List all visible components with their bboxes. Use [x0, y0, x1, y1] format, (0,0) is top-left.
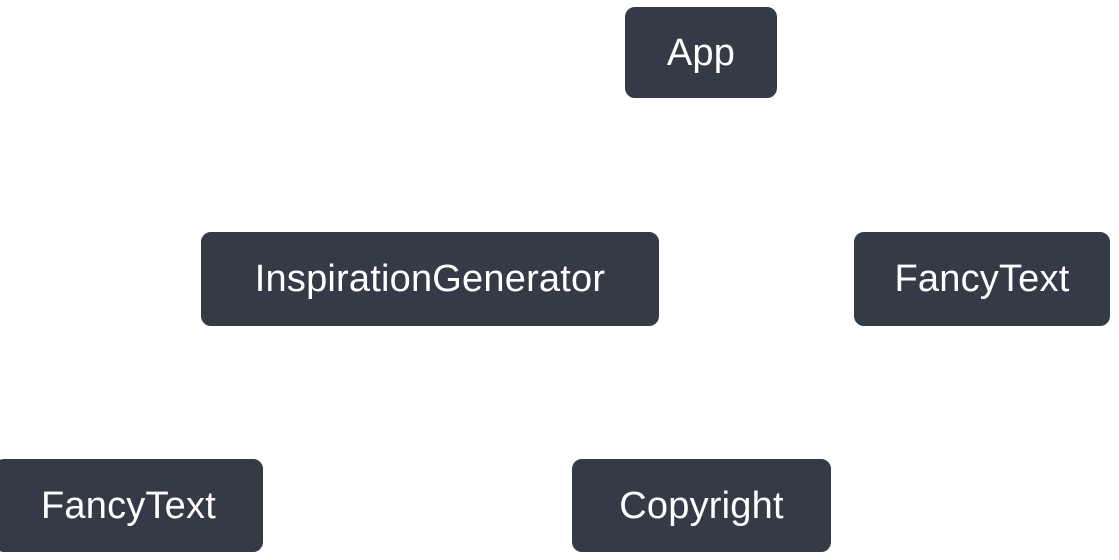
node-app[interactable]: App	[621, 3, 781, 102]
node-fancytext-bottom-left[interactable]: FancyText	[0, 455, 267, 556]
node-inspiration-generator[interactable]: InspirationGenerator	[197, 228, 663, 330]
node-fancytext-bottom-left-label: FancyText	[41, 484, 216, 527]
node-fancytext-right[interactable]: FancyText	[850, 228, 1114, 330]
edge-label-app-to-fancytext-right: renders	[801, 156, 901, 180]
node-copyright[interactable]: Copyright	[568, 455, 835, 556]
node-copyright-label: Copyright	[619, 484, 784, 527]
edge-label-inspirationgenerator-to-fancytext: renders	[221, 382, 321, 406]
node-app-label: App	[666, 31, 736, 74]
node-inspiration-generator-label: InspirationGenerator	[254, 258, 606, 300]
edge-label-app-to-inspirationgenerator: renders	[507, 156, 607, 180]
node-fancytext-right-label: FancyText	[894, 258, 1070, 300]
edge-label-inspirationgenerator-to-copyright: renders	[518, 382, 618, 406]
